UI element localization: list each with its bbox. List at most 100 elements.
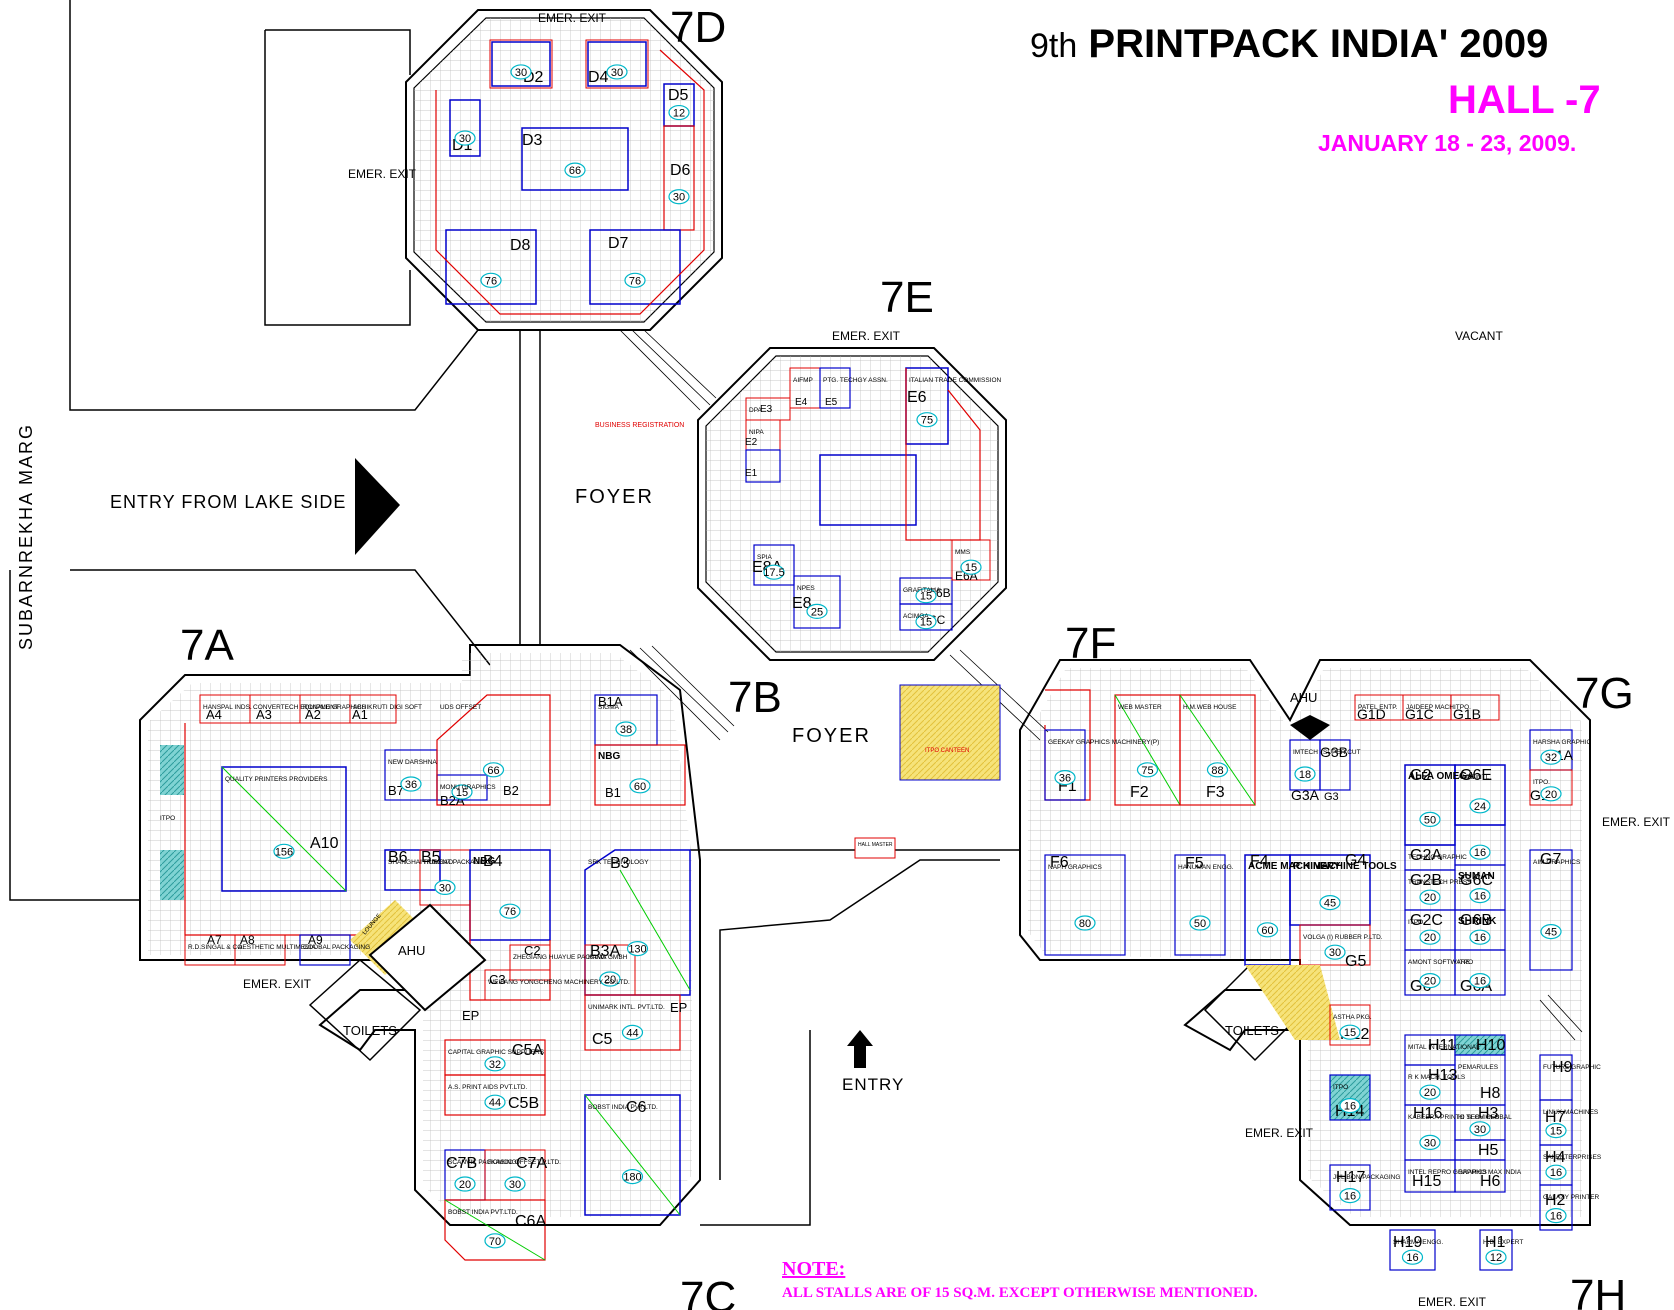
- label-H13: H13: [1428, 1067, 1457, 1084]
- label-H4: H4: [1545, 1149, 1566, 1166]
- area-bubble-C7A: 30: [504, 1176, 526, 1192]
- company-G4: R K MACHINE TOOLS: [1293, 861, 1397, 872]
- company-F1: GEEKAY GRAPHICS MACHINERY(P): [1048, 739, 1159, 746]
- company-H11: MITAL INTERNATIONAL: [1408, 1044, 1480, 1051]
- stall-D2: [491, 41, 551, 87]
- company-C2: ZHEGIANG HUAYUE PACKING: [513, 954, 606, 961]
- area-bubble-G2: 50: [1419, 811, 1441, 828]
- company-C5A: CAPITAL GRAPHIC SUPPLIERS: [448, 1049, 545, 1056]
- label-F6: F6: [1050, 854, 1069, 871]
- company-G6A: ITPO: [1458, 959, 1473, 966]
- area-bubble-B4: 76: [499, 903, 521, 919]
- ep-right-label: EP: [670, 1000, 687, 1015]
- company-E2: NIPA: [749, 429, 764, 436]
- area-value-F5: 50: [1194, 918, 1206, 930]
- label-C6A: C6A: [515, 1213, 546, 1230]
- area-bubble-G1: 20: [1540, 786, 1562, 802]
- area-bubble-H13: 20: [1419, 1084, 1441, 1100]
- area-bubble-G5: 30: [1324, 944, 1346, 960]
- area-bubble-B5: 30: [434, 879, 456, 896]
- lounge-right: [1245, 965, 1340, 1040]
- area-bubble-G6A: 16: [1469, 972, 1491, 989]
- area-value-B1A: 38: [620, 724, 632, 736]
- area-bubble-E6A: 15: [960, 559, 982, 575]
- area-value-H16: 30: [1424, 1137, 1436, 1149]
- label-G2A: G2A: [1410, 847, 1442, 864]
- area-value-F1: 36: [1059, 773, 1071, 785]
- company-E6: ITALIAN TRADE COMMISSION: [909, 377, 1002, 384]
- page-title: 9th PRINTPACK INDIA' 2009: [1030, 22, 1548, 67]
- ahu-left-unit: [368, 903, 487, 1012]
- company-H7: LINUX MACHINES: [1543, 1109, 1599, 1116]
- area-value-C5B: 44: [489, 1097, 501, 1109]
- label-F3: F3: [1206, 784, 1225, 801]
- label-G1B: G1B: [1453, 706, 1481, 722]
- company-H4: SAI ENTERPRISES: [1543, 1154, 1602, 1161]
- stall-H12: [1329, 1004, 1371, 1046]
- stall-H1: [1479, 1229, 1513, 1271]
- area-value-F6: 80: [1079, 918, 1091, 930]
- company-H15: INTEL REPRO GRAPHICS: [1408, 1169, 1488, 1176]
- company-H16: KABEERA PRINTO SERVICES: [1408, 1114, 1500, 1121]
- area-bubble-G6C: 16: [1469, 887, 1491, 904]
- area-bubble-H2: 16: [1545, 1207, 1567, 1224]
- label-A9: A9: [308, 933, 323, 947]
- company-B2A: MONU GRAPHICS: [440, 784, 496, 791]
- stall-C6A: [444, 1199, 546, 1261]
- stall-H17: [1329, 1164, 1371, 1211]
- area-bubble-F5: 50: [1189, 915, 1211, 931]
- area-bubble-E8A: 17.5: [763, 564, 785, 580]
- stall-E8A: [753, 544, 795, 586]
- hall-7d-outline: [405, 9, 723, 331]
- label-H6: H6: [1480, 1173, 1501, 1190]
- company-H9: FUTURE GRAPHIC: [1543, 1064, 1601, 1071]
- company-H1: H.B. EXPERT: [1483, 1239, 1523, 1246]
- label-H2: H2: [1545, 1192, 1566, 1209]
- label-G2: G2: [1410, 767, 1431, 784]
- area-bubble-H14: 16: [1339, 1097, 1361, 1114]
- area-value-G2B: 20: [1424, 892, 1436, 904]
- label-C3: C3: [489, 972, 506, 987]
- company-E6A: MMS: [955, 549, 971, 556]
- emer-exit-7e: EMER. EXIT: [832, 329, 901, 343]
- company-H2: GALAXY PRINTER: [1543, 1194, 1600, 1201]
- company-C5B: A.S. PRINT AIDS PVT.LTD.: [448, 1084, 527, 1091]
- company-G1B: ITPO.: [1454, 704, 1471, 711]
- stall-F5: [1174, 854, 1226, 956]
- company-C5: UNIMARK INTL. PVT.LTD.: [588, 1004, 665, 1011]
- area-bubble-D1: 30: [454, 130, 476, 146]
- area-value-E8A: 17.5: [763, 567, 784, 579]
- emergency-exits: EMER. EXIT EMER. EXIT EMER. EXIT EMER. E…: [243, 11, 1671, 1309]
- area-value-G2: 50: [1424, 814, 1436, 826]
- label-G2B: G2B: [1410, 872, 1442, 889]
- company-G3A: IMTECH: [1293, 749, 1318, 756]
- emer-exit-7h-left: EMER. EXIT: [1245, 1126, 1314, 1140]
- area-value-D2: 30: [515, 67, 527, 79]
- label-H19: H19: [1393, 1234, 1422, 1251]
- area-value-G1: 20: [1545, 789, 1557, 801]
- hall-heading: HALL -7: [1448, 78, 1601, 122]
- stall-C3: [484, 969, 551, 1001]
- area-bubble-C6: 180: [621, 1168, 644, 1185]
- area-value-C5A: 32: [489, 1059, 501, 1071]
- label-A10: A10: [310, 835, 339, 852]
- area-bubble-B3: 130: [626, 940, 649, 957]
- area-value-G6D: 16: [1474, 847, 1486, 859]
- area-bubble-E6B: 15: [915, 588, 937, 604]
- company-C3: WEIFANG YONGCHENG MACHINERY CO.LTD.: [488, 979, 630, 986]
- area-value-E6C: 15: [920, 617, 932, 629]
- area-bubble-C5A: 32: [484, 1056, 506, 1072]
- label-A8: A8: [240, 933, 255, 947]
- label-E5: E5: [825, 397, 838, 408]
- area-value-B3: 130: [628, 944, 646, 956]
- company-E6C: ACIMGA: [903, 613, 929, 620]
- entry-lake-side-label: ENTRY FROM LAKE SIDE: [110, 492, 346, 512]
- company-H12: ASTHA PKG.: [1333, 1014, 1372, 1021]
- label-G3: G3: [1324, 791, 1339, 803]
- area-bubble-B1A: 38: [615, 721, 637, 737]
- label-B7: B7: [388, 783, 404, 798]
- area-bubble-D6: 30: [668, 189, 690, 205]
- area-value-C5: 44: [626, 1027, 638, 1039]
- stall-D3: [521, 127, 629, 191]
- area-value-D7: 76: [629, 275, 641, 287]
